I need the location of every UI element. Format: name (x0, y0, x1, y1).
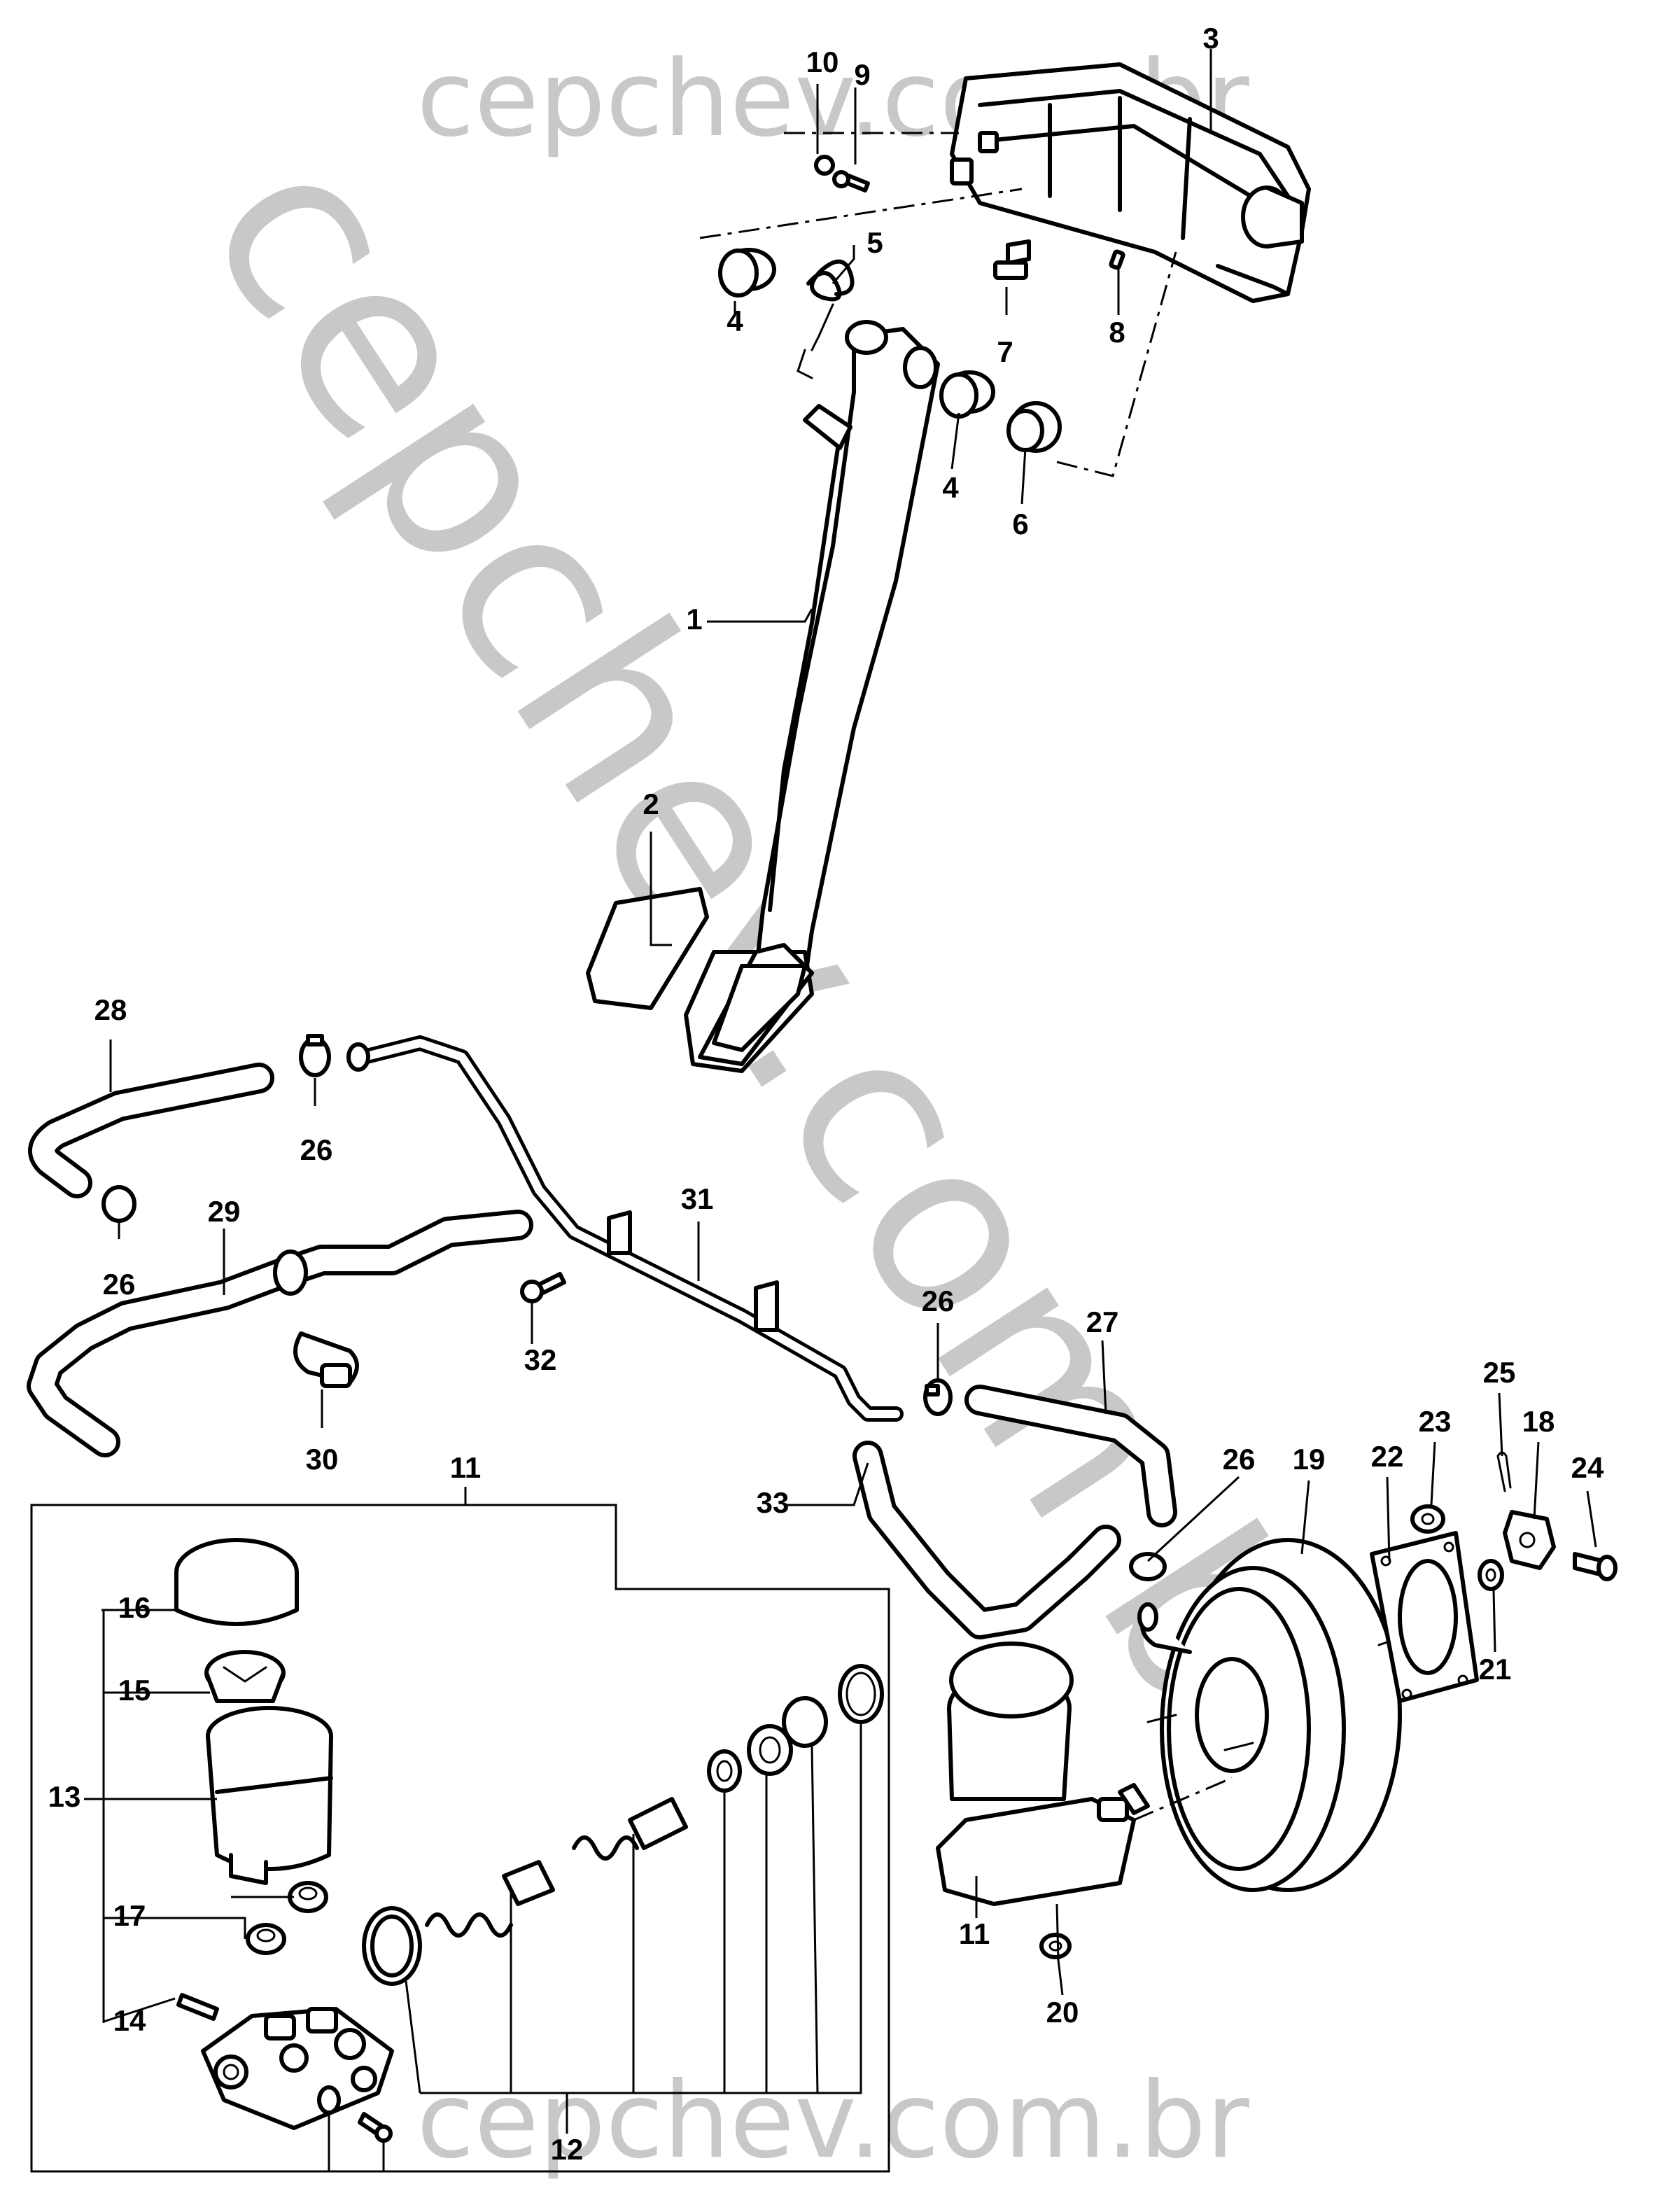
master-cylinder-assembly (936, 1642, 1233, 1906)
callout-31: 31 (681, 1182, 714, 1215)
callout-11-top: 11 (450, 1451, 481, 1484)
clamp-26-mid (923, 1378, 953, 1416)
callout-3: 3 (1202, 22, 1219, 55)
callout-2: 2 (643, 788, 659, 820)
piston-kit-12 (362, 1664, 884, 1986)
screw-small (358, 2112, 393, 2143)
callout-13: 13 (48, 1780, 81, 1813)
callout-25: 25 (1483, 1356, 1516, 1389)
callout-18: 18 (1522, 1405, 1555, 1438)
clamp-30 (293, 1331, 359, 1388)
gasket-22 (1370, 1531, 1479, 1703)
clevis-pin-24 (1573, 1552, 1618, 1581)
hose-28 (28, 1063, 274, 1198)
nut-23 (1410, 1504, 1445, 1534)
cotter-pin-25 (1496, 1451, 1512, 1492)
grommet-17b (246, 1923, 286, 1955)
return-spring (797, 259, 855, 379)
brake-booster (1137, 1538, 1402, 1892)
callout-4-right: 4 (942, 471, 959, 504)
nut-20 (1039, 1933, 1072, 1959)
clevis-18 (1503, 1510, 1556, 1570)
callout-11-right: 11 (959, 1917, 990, 1950)
callout-32: 32 (524, 1343, 557, 1376)
nut-10 (814, 155, 835, 176)
bushing-6 (1006, 401, 1062, 453)
hose-33 (852, 1441, 1121, 1639)
callout-21: 21 (1479, 1653, 1512, 1686)
clamp-26-booster (1129, 1552, 1167, 1581)
grommet-17a (288, 1881, 328, 1913)
callout-24: 24 (1571, 1451, 1604, 1484)
callout-15: 15 (118, 1674, 151, 1707)
reservoir-cap-16 (174, 1538, 299, 1626)
callout-8: 8 (1109, 316, 1125, 349)
bushing-left (718, 248, 776, 298)
clip-pin-8 (1109, 249, 1125, 270)
callout-20: 20 (1046, 1996, 1079, 2029)
callout-16: 16 (118, 1591, 151, 1624)
cylinder-body (201, 2007, 394, 2130)
washer-21 (1478, 1559, 1504, 1591)
callout-7: 7 (997, 335, 1013, 368)
callout-4-left: 4 (727, 304, 743, 337)
callout-29: 29 (208, 1195, 241, 1228)
callout-26-top: 26 (300, 1133, 333, 1166)
pedal-bracket (950, 62, 1311, 303)
callout-26-mid: 26 (922, 1284, 955, 1317)
callout-26-booster: 26 (1223, 1443, 1256, 1476)
callout-9: 9 (854, 58, 870, 91)
callout-26-left: 26 (103, 1268, 136, 1301)
clamp-26-left (101, 1185, 136, 1223)
reservoir-13 (206, 1706, 333, 1885)
pedal-pad (586, 887, 814, 1073)
callout-30: 30 (306, 1443, 339, 1476)
hose-27 (964, 1385, 1177, 1527)
callout-labels: 1 2 3 4 4 5 6 7 8 9 10 11 11 12 13 14 15… (48, 22, 1604, 2166)
callout-22: 22 (1371, 1440, 1404, 1473)
callout-10: 10 (806, 46, 839, 78)
stop-bolt-7 (993, 239, 1031, 280)
pivot-dash-line-upper (699, 188, 1023, 239)
bushing-right-4 (939, 370, 995, 419)
callout-6: 6 (1012, 507, 1028, 540)
callout-12: 12 (551, 2133, 584, 2166)
washer-small (317, 2085, 341, 2115)
pivot-dash-line-lower (1056, 251, 1177, 477)
callout-23: 23 (1419, 1405, 1452, 1438)
callout-28: 28 (94, 993, 127, 1026)
bolt-9 (832, 170, 870, 192)
callout-17: 17 (113, 1899, 146, 1932)
watermark-bottom: cepchev.com.br (416, 2060, 1249, 2182)
exploded-view-frame (30, 1504, 890, 2173)
strainer-15 (204, 1650, 286, 1703)
callout-14: 14 (113, 2004, 146, 2037)
pin-14 (176, 1993, 219, 2021)
callout-33: 33 (757, 1486, 790, 1519)
callout-19: 19 (1293, 1443, 1326, 1476)
leader-lines (84, 49, 1597, 2171)
clamp-26-top (299, 1034, 331, 1077)
hose-29 (27, 1210, 533, 1457)
callout-27: 27 (1086, 1306, 1119, 1338)
brake-pedal-arm (754, 320, 940, 982)
callout-5: 5 (866, 226, 883, 259)
bolt-32 (520, 1272, 566, 1303)
callout-1: 1 (686, 603, 702, 636)
vacuum-pipe-31 (346, 1035, 904, 1422)
